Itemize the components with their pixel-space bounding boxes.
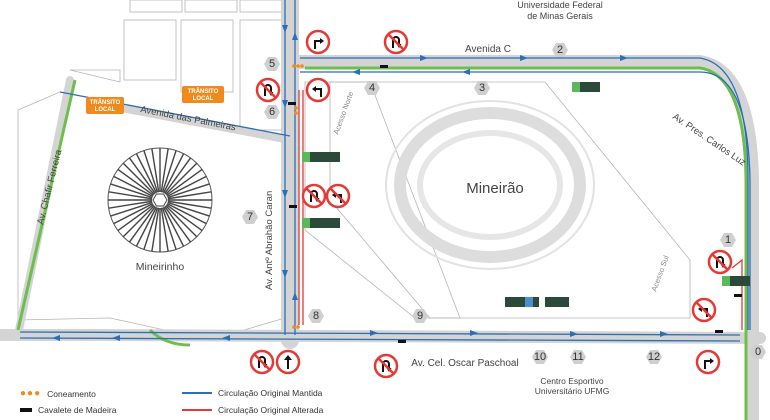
point-3: 3 [474, 81, 490, 95]
turn-right-sign-icon [305, 29, 331, 55]
turn-left-sign-icon [305, 77, 331, 103]
barrier-markers [288, 65, 742, 343]
point-6: 6 [264, 105, 280, 119]
red-circulation [298, 90, 743, 330]
svg-text:3: 3 [479, 82, 485, 94]
legend-alterada-label: Circulação Original Alterada [218, 405, 324, 415]
straight-only-sign-icon [275, 349, 301, 375]
label-centro-esportivo-1: Centro Esportivo [540, 376, 604, 386]
no-u-turn-sign-icon [383, 29, 409, 55]
svg-text:9: 9 [417, 310, 423, 322]
svg-text:1: 1 [725, 234, 731, 246]
legend-cavalete-label: Cavalete de Madeira [38, 405, 117, 415]
mineirinho-arena [107, 147, 213, 253]
point-10: 10 [532, 350, 548, 364]
no-left-turn-sign-icon [691, 297, 717, 323]
point-11: 11 [570, 350, 586, 364]
legend-mantida-label: Circulação Original Mantida [218, 388, 323, 398]
point-2: 2 [552, 43, 568, 57]
legend-alterada: Circulação Original Alterada [182, 405, 323, 415]
label-abrahao-caran: Av. Antº Abrahão Caran [264, 191, 275, 290]
label-avenida-palmeiras: Avenida das Palmeiras [139, 104, 237, 133]
blue-arrowheads [52, 25, 668, 341]
svg-text:2: 2 [557, 44, 563, 56]
label-university-1: Universidade Federal [517, 0, 603, 10]
no-u-turn-sign-icon [249, 349, 275, 375]
svg-text:10: 10 [534, 351, 546, 363]
point-4: 4 [364, 81, 380, 95]
blue-arrow-icon [182, 392, 212, 394]
legend-mantida: Circulação Original Mantida [182, 388, 322, 398]
svg-text:0: 0 [755, 346, 761, 358]
legend-cavalete: Cavalete de Madeira [20, 405, 116, 415]
point-9: 9 [412, 309, 428, 323]
point-0: 0 [750, 345, 766, 359]
svg-text:12: 12 [648, 351, 660, 363]
turn-right-sign-icon [695, 349, 721, 375]
no-left-turn-sign-icon [325, 183, 351, 209]
point-1: 1 [720, 233, 736, 247]
no-u-turn-sign-icon [301, 183, 327, 209]
label-mineirinho: Mineirinho [136, 261, 185, 273]
parking-badge-icon [302, 82, 750, 307]
svg-text:5: 5 [269, 58, 275, 70]
red-arrow-icon [182, 409, 212, 411]
cone-markers [292, 64, 304, 329]
label-oscar-paschoal: Av. Cel. Oscar Paschoal [411, 358, 518, 369]
point-7: 7 [242, 210, 258, 224]
point-8: 8 [308, 309, 324, 323]
blue-circulation [19, 0, 751, 342]
svg-text:11: 11 [572, 351, 583, 363]
label-acesso-norte: Acesso Norte [331, 90, 355, 135]
label-acesso-sul: Acesso Sul [649, 254, 670, 293]
svg-text:4: 4 [369, 82, 375, 94]
svg-text:TRÂNSITO: TRÂNSITO [188, 88, 219, 95]
transito-local-badge-2: TRÂNSITO LOCAL [182, 86, 224, 103]
no-u-turn-sign-icon [255, 77, 281, 103]
label-centro-esportivo-2: Universitário UFMG [535, 386, 610, 396]
transito-local-badge-1: TRÂNSITO LOCAL [86, 97, 124, 114]
mineirao-stadium [385, 100, 595, 270]
svg-text:TRÂNSITO: TRÂNSITO [90, 99, 121, 106]
svg-text:6: 6 [269, 106, 275, 118]
label-university-2: de Minas Gerais [527, 11, 593, 21]
point-12: 12 [646, 350, 662, 364]
cone-icon: ●●● [20, 388, 42, 399]
label-mineirao: Mineirão [466, 180, 524, 197]
svg-text:LOCAL: LOCAL [193, 96, 214, 102]
svg-text:LOCAL: LOCAL [95, 107, 116, 113]
barrier-icon [20, 408, 32, 412]
legend-coneamento-label: Coneamento [47, 388, 96, 399]
label-avenida-c: Avenida C [465, 44, 511, 55]
no-u-turn-sign-icon [373, 353, 399, 379]
point-5: 5 [264, 57, 280, 71]
no-u-turn-sign-icon [707, 249, 733, 275]
svg-text:8: 8 [313, 310, 319, 322]
label-carlos-luz: Av. Pres. Carlos Luz [670, 111, 747, 168]
svg-text:7: 7 [247, 211, 253, 223]
legend-coneamento: ●●● Coneamento [20, 388, 96, 399]
